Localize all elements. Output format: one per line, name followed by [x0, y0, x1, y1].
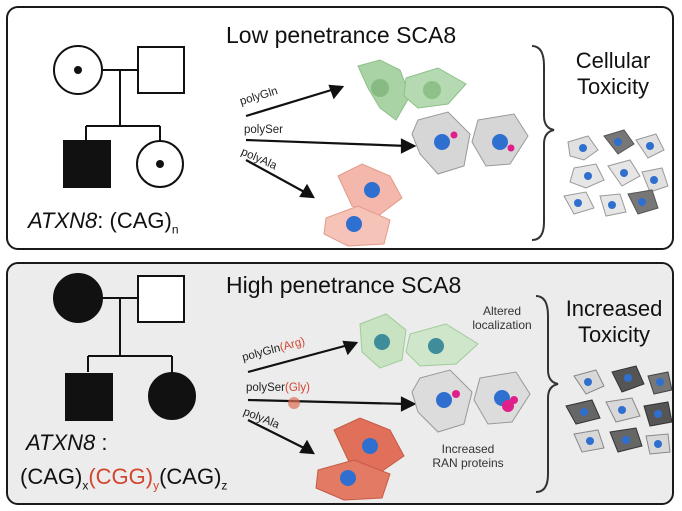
nucleus — [364, 182, 380, 198]
arrow-label-main: polySer — [246, 382, 285, 394]
gene-formula-low: ATXN8: (CAG)n — [28, 208, 179, 236]
affected-female-parent — [53, 273, 103, 323]
arrows-low — [245, 84, 417, 199]
repeat-cgg: (CGG) — [88, 464, 154, 489]
nucleus — [362, 438, 378, 454]
low-penetrance-panel: Low penetrance SCA8 Cellular Toxicity po… — [6, 6, 674, 250]
panel-title-high: High penetrance SCA8 — [226, 272, 462, 298]
cell-cluster-high — [565, 365, 672, 455]
side-label-line-2: Toxicity — [576, 74, 650, 99]
unaffected-male-parent — [137, 46, 185, 94]
pedigree-high — [53, 273, 196, 421]
affected-male-child — [63, 140, 111, 188]
red-cells-high — [315, 417, 405, 501]
side-label-low: Cellular Toxicity — [556, 48, 670, 100]
bracket-low — [531, 45, 555, 241]
unaffected-male-parent — [137, 275, 185, 323]
repeat-sub-y: y — [153, 478, 160, 493]
red-cells-low — [323, 163, 403, 247]
high-penetrance-panel: High penetrance SCA8 Increased Toxicity … — [6, 262, 674, 505]
panel-title-low: Low penetrance SCA8 — [226, 22, 457, 48]
repeat-cag-2: (CAG) — [159, 464, 222, 489]
bracket-high — [535, 295, 559, 493]
gene-name: ATXN8 — [28, 208, 98, 233]
repeat-sub-x: x — [82, 478, 89, 493]
affected-female-child — [148, 372, 196, 420]
nucleus — [346, 216, 362, 232]
pedigree-low — [53, 45, 185, 188]
arrows-high — [247, 340, 417, 455]
low-penetrance-graphics — [53, 45, 669, 247]
arrow-label-polyser: polySer — [244, 124, 283, 136]
arrow-label-mod: (Gly) — [285, 382, 310, 394]
repeat-subscript: n — [171, 222, 179, 237]
green-cells-high — [359, 313, 479, 369]
affected-male-child — [65, 373, 113, 421]
nucleus — [492, 134, 508, 150]
side-label-line-2: Toxicity — [577, 322, 651, 347]
side-label-line-1: Cellular — [575, 48, 651, 73]
note-altered-localization: Altered localization — [460, 304, 544, 332]
note-line: RAN proteins — [432, 456, 504, 470]
repeat-sub-z: z — [221, 478, 228, 493]
note-line: Increased — [441, 442, 495, 456]
cell-cluster-low — [563, 129, 669, 217]
gene-name-high: ATXN8 : — [26, 430, 108, 456]
gray-cells-low — [411, 111, 529, 175]
arrow-label-polyser-gly: polySer(Gly) — [246, 382, 310, 394]
repeat-cag-1: (CAG) — [20, 464, 83, 489]
gly-highlight — [288, 397, 300, 409]
gene-colon: : — [101, 430, 108, 455]
high-penetrance-graphics — [53, 273, 672, 501]
note-line: Altered — [482, 304, 522, 318]
repeat-formula-high: (CAG)x(CGG)y(CAG)z — [20, 464, 227, 492]
side-label-line-1: Increased — [565, 296, 663, 321]
repeat-formula: : (CAG) — [97, 208, 172, 233]
note-line: localization — [472, 318, 532, 332]
side-label-high: Increased Toxicity — [556, 296, 672, 348]
note-increased-ran: Increased RAN proteins — [418, 442, 518, 470]
green-cells — [357, 59, 467, 121]
nucleus — [340, 470, 356, 486]
nucleus — [436, 392, 452, 408]
gray-cells-high — [411, 369, 531, 433]
gene-name: ATXN8 — [26, 430, 96, 455]
nucleus — [434, 134, 450, 150]
